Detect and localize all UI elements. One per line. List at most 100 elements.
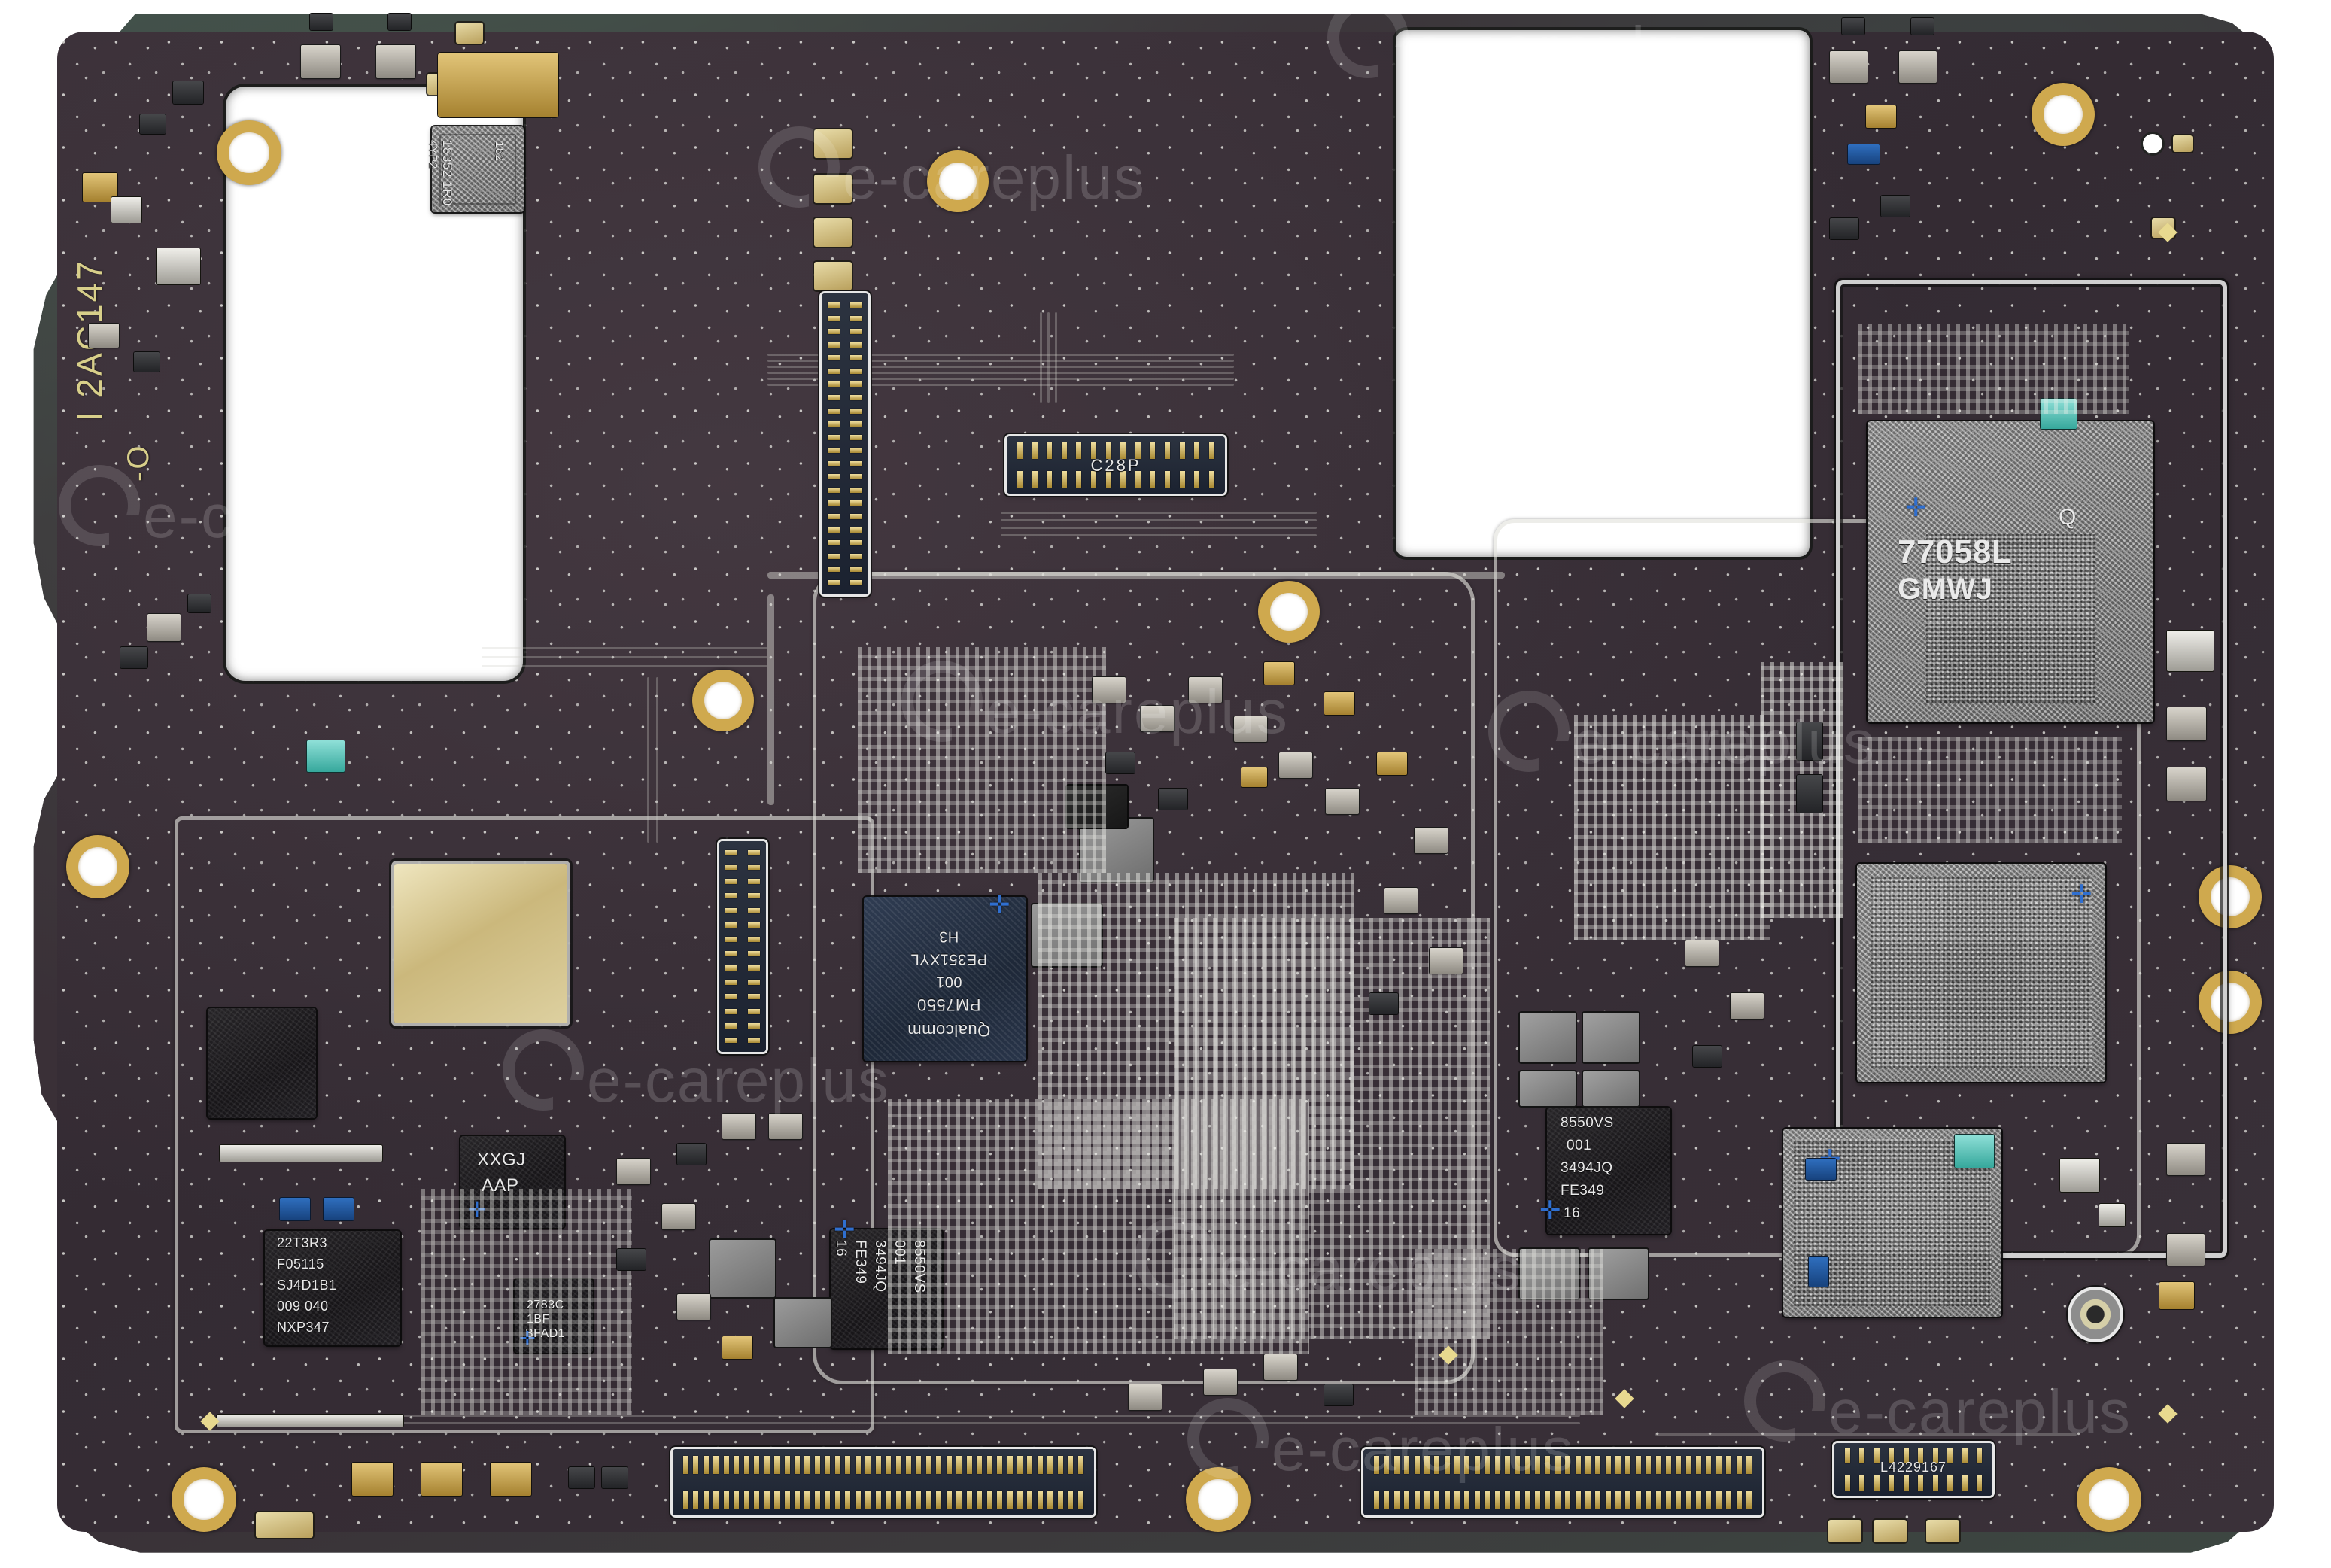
inductor-right-a — [1520, 1013, 1576, 1062]
alignment-mark-8550vs-right: ✛ — [1539, 1196, 1561, 1225]
alignment-mark-pm7550: ✛ — [989, 891, 1011, 919]
side-fpc-right[interactable] — [1834, 1443, 1992, 1496]
inductor-right-f — [1589, 1249, 1648, 1299]
mounting-hole-center-b — [692, 670, 754, 731]
mounting-hole-top-mid — [927, 150, 989, 212]
chip-8550vs-right-l1: 8550VS — [1561, 1115, 1614, 1131]
chip-nxp-347-l1: 22T3R3 — [277, 1235, 328, 1250]
rf-shield-frame-right — [1836, 280, 2227, 1258]
smd-field-center-d — [1174, 918, 1490, 1339]
gold-shield-pad-left — [394, 864, 567, 1023]
smd-grid-right — [1574, 715, 1770, 940]
chip-xxgj-aap-l1: XXGJ — [477, 1150, 526, 1170]
gold-pad-antenna — [438, 53, 558, 117]
chip-18352-1r0 — [432, 126, 524, 212]
shield-module-right-lower — [1857, 864, 2105, 1082]
chip-2783c-l2: 1BF — [527, 1313, 550, 1327]
inductor-right-d — [1583, 1071, 1639, 1106]
mounting-hole-bottom-left — [172, 1467, 236, 1532]
inductor-left-a — [710, 1240, 775, 1297]
smd-field-top-right — [1858, 324, 2129, 414]
camera-cutout-right — [1396, 30, 1810, 557]
mounting-hole-top-left — [217, 120, 281, 185]
marking-l4229167: L4229167 — [1880, 1460, 1947, 1475]
chip-nxp-347-l2: F05115 — [277, 1257, 324, 1272]
chip-2783c — [515, 1279, 593, 1353]
chip-pm7550-l4: PE351XYL — [910, 950, 987, 968]
chip-pm7550-l3: 001 — [935, 973, 962, 990]
alignment-mark-77058l: ✛ — [1905, 494, 1927, 522]
chip-pm7550-l5: H3 — [938, 928, 959, 945]
ground-trace-diag — [767, 594, 774, 805]
chip-77058l-label-1: 77058L — [1898, 533, 2013, 570]
board-id-silkscreen: I 2AC147 — [70, 259, 109, 421]
chip-8550vs-right-l3: 3494JQ — [1561, 1160, 1613, 1176]
white-strip-left — [220, 1145, 382, 1162]
alignment-mark-2783c: ✛ — [519, 1329, 536, 1348]
inductor-left-b — [775, 1299, 831, 1347]
display-btb-connector[interactable] — [673, 1449, 1094, 1515]
chip-18352-1r0-label2: 4YP2 — [427, 140, 439, 169]
chip-pm7550-l1: Qualcomm — [907, 1020, 991, 1040]
smd-field-right-mid — [1858, 737, 2122, 843]
chip-8550vs-right-l4: FE349 — [1561, 1183, 1605, 1199]
chip-nxp-347 — [265, 1231, 400, 1345]
main-flex-btb-connector[interactable] — [1363, 1449, 1762, 1515]
connector-c28p-label: C28P — [1090, 456, 1141, 475]
chip-8550vs-right — [1547, 1108, 1670, 1234]
ground-trace-upper — [767, 572, 1505, 579]
inductor-right-c — [1520, 1071, 1576, 1106]
alignment-mark-lower-right: ✛ — [2071, 880, 2092, 909]
board-id-suffix-silkscreen: -O — [122, 443, 155, 482]
chip-8550vs-left-l4: FE349 — [852, 1240, 868, 1284]
chip-pm7550 — [864, 897, 1026, 1061]
mounting-hole-right-mid — [2199, 865, 2262, 928]
mounting-hole-center-a — [1258, 581, 1320, 643]
chip-nxp-347-l4: 009 040 — [277, 1299, 329, 1314]
chip-77058l — [1868, 421, 2153, 722]
smd-field-center-c — [888, 1099, 1309, 1354]
chip-18352-1r0-label: 18352 1R0 — [440, 140, 454, 206]
smd-field-right-cluster — [1415, 1249, 1603, 1415]
chip-nxp-347-l3: SJ4D1B1 — [277, 1278, 337, 1293]
inductor-right-e — [1520, 1249, 1579, 1299]
chip-xxgj-aap — [460, 1136, 564, 1228]
camera-fpc-left-lower[interactable] — [719, 841, 766, 1052]
mounting-hole-top-right — [2032, 83, 2095, 146]
inductor-center-b — [1032, 904, 1102, 966]
mounting-hole-bottom-right — [2077, 1467, 2141, 1532]
smd-field-left — [421, 1189, 632, 1415]
teal-cap-upper-right — [2041, 399, 2077, 429]
coax-antenna-right[interactable] — [2068, 1287, 2123, 1342]
chip-77058l-label-2: GMWJ — [1898, 573, 1993, 606]
teal-cap-left — [307, 740, 345, 772]
blue-cap-left-b — [324, 1198, 354, 1220]
chip-xxgj-aap-l2: AAP — [482, 1175, 519, 1196]
chip-8550vs-right-l5: 16 — [1564, 1205, 1581, 1221]
chip-pm7550-l2: PM7550 — [916, 995, 981, 1014]
smd-field-center-b — [1038, 873, 1354, 1189]
inductor-center-c — [1067, 786, 1127, 828]
vent-hole-top-right — [2143, 134, 2162, 153]
chip-18352-1r0-label3: 182 — [493, 141, 506, 162]
white-cap-right-edge — [2167, 631, 2214, 671]
camera-fpc-mid-c28p[interactable] — [1007, 436, 1225, 494]
inductor-right-b — [1583, 1013, 1639, 1062]
inductor-center-a — [1080, 819, 1153, 882]
mounting-hole-left-mid — [66, 835, 129, 898]
mounting-hole-bottom-mid — [1186, 1467, 1251, 1532]
chip-8550vs-right-l2: 001 — [1567, 1138, 1592, 1153]
ground-ring-left — [175, 816, 874, 1433]
smd-field-center-a — [858, 647, 1106, 873]
chip-8550vs-left — [831, 1229, 942, 1348]
chip-2783c-l1: 2783C — [527, 1299, 564, 1313]
chip-nxp-347-l5: NXP347 — [277, 1320, 330, 1335]
blue-cap-left-a — [280, 1198, 310, 1220]
ground-ring-center — [813, 572, 1475, 1384]
chip-2783c-l3: BFAD1 — [525, 1327, 565, 1342]
camera-fpc-top[interactable] — [822, 293, 868, 594]
teal-cap-right — [1955, 1135, 1994, 1168]
alignment-mark-xxgj: ✛ — [468, 1199, 485, 1220]
mounting-hole-right-lower — [2199, 971, 2262, 1034]
